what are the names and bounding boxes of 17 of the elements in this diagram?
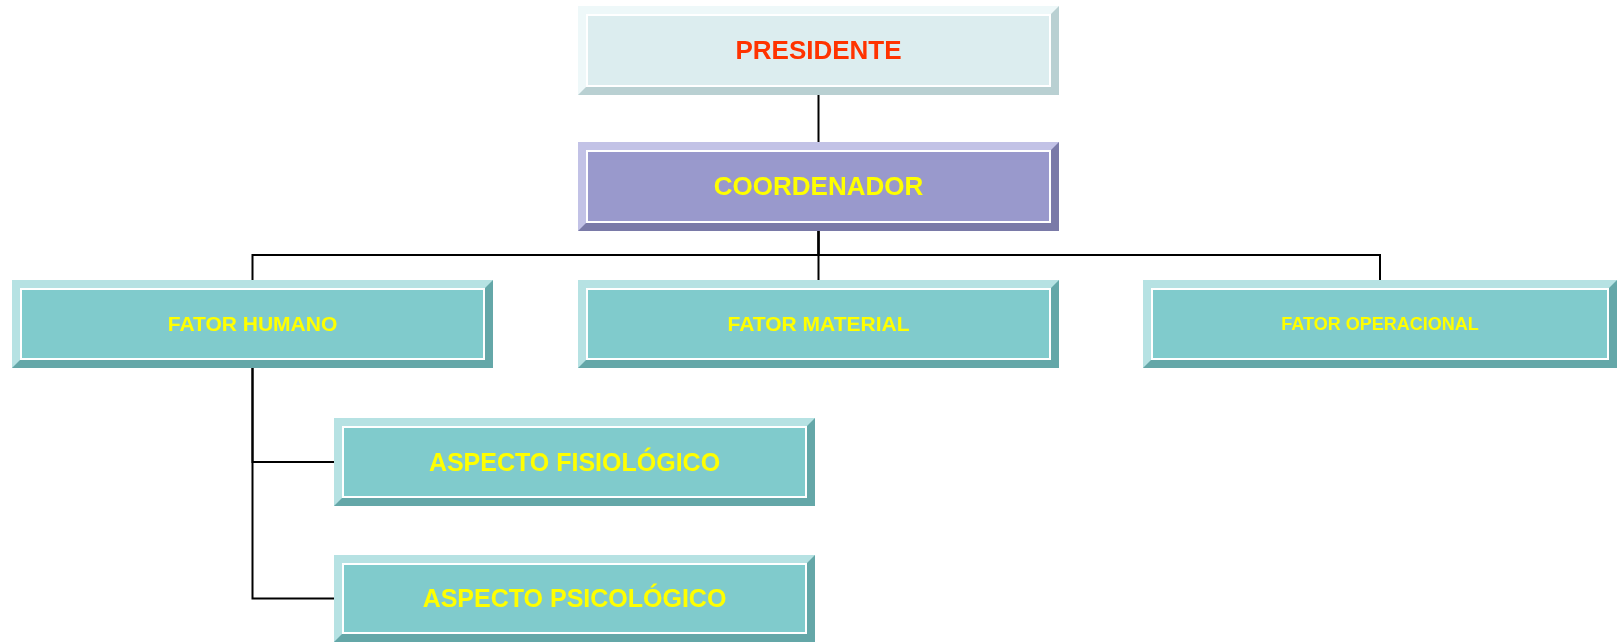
connector-line <box>817 94 820 143</box>
box-label: ASPECTO PSICOLÓGICO <box>422 584 727 613</box>
box-label: FATOR HUMANO <box>167 312 338 336</box>
org-box <box>1143 280 1617 368</box>
org-box <box>334 418 815 506</box>
box-label: FATOR MATERIAL <box>727 312 910 336</box>
org-box <box>334 555 815 642</box>
connector-line <box>817 230 1381 281</box>
box-label: FATOR OPERACIONAL <box>1281 313 1479 335</box>
connector-line <box>251 367 335 600</box>
org-box <box>12 280 493 368</box>
org-box <box>578 142 1059 231</box>
org-box <box>578 6 1059 95</box>
box-label: PRESIDENTE <box>735 35 902 66</box>
org-box <box>578 280 1059 368</box>
box-label: ASPECTO FISIOLÓGICO <box>428 447 721 477</box>
box-label: COORDENADOR <box>713 171 924 202</box>
